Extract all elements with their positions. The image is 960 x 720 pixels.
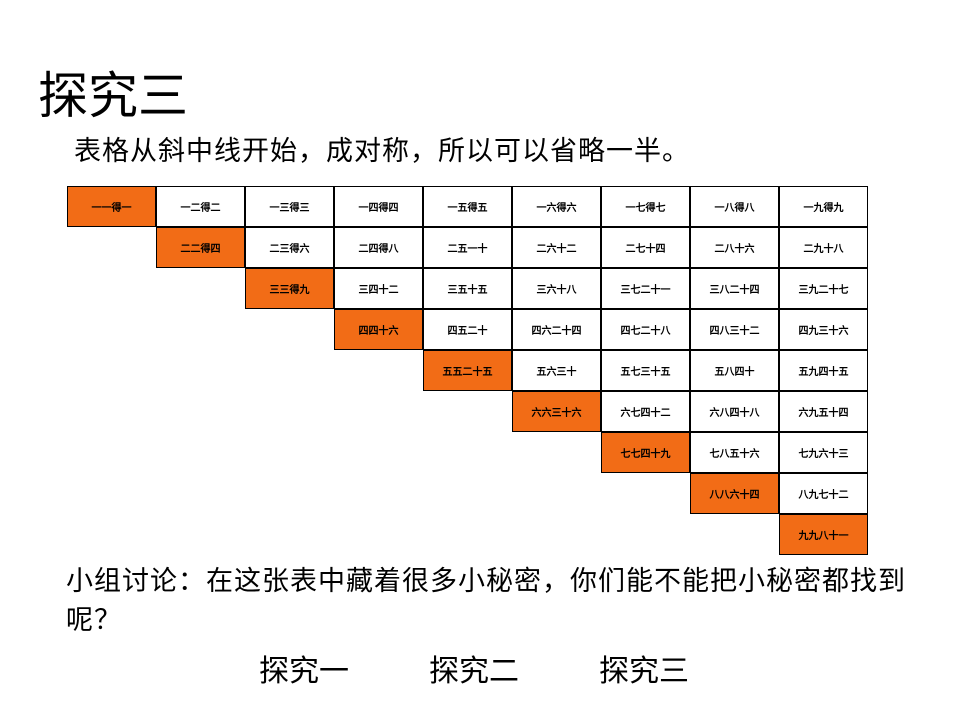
- table-cell: 四八三十二: [690, 309, 779, 350]
- table-cell: 二六十二: [512, 227, 601, 268]
- slide-title: 探究三: [38, 67, 188, 125]
- nav-link-tanjiu-1[interactable]: 探究一: [259, 654, 349, 689]
- table-cell: 七九六十三: [779, 432, 868, 473]
- table-cell: 四七二十八: [601, 309, 690, 350]
- table-cell-diagonal: 五五二十五: [423, 350, 512, 391]
- table-cell: 一六得六: [512, 186, 601, 227]
- table-cell: 二九十八: [779, 227, 868, 268]
- nav-link-tanjiu-2[interactable]: 探究二: [429, 654, 519, 689]
- table-cell: 四五二十: [423, 309, 512, 350]
- table-cell-diagonal: 二二得四: [156, 227, 245, 268]
- table-cell-diagonal: 九九八十一: [779, 514, 868, 555]
- table-cell: 五七三十五: [601, 350, 690, 391]
- table-cell-diagonal: 七七四十九: [601, 432, 690, 473]
- discussion-prompt: 小组讨论：在这张表中藏着很多小秘密，你们能不能把小秘密都找到呢？: [66, 566, 906, 636]
- table-cell: 一四得四: [334, 186, 423, 227]
- table-cell: 五九四十五: [779, 350, 868, 391]
- table-cell: 一八得八: [690, 186, 779, 227]
- table-cell: 四六二十四: [512, 309, 601, 350]
- table-cell: 一九得九: [779, 186, 868, 227]
- table-cell: 二五一十: [423, 227, 512, 268]
- table-cell: 三九二十七: [779, 268, 868, 309]
- table-cell: 三五十五: [423, 268, 512, 309]
- table-cell: 二四得八: [334, 227, 423, 268]
- slide-subtitle: 表格从斜中线开始，成对称，所以可以省略一半。: [74, 136, 690, 167]
- table-cell: 五六三十: [512, 350, 601, 391]
- table-cell: 七八五十六: [690, 432, 779, 473]
- table-cell: 一三得三: [245, 186, 334, 227]
- table-cell: 三八二十四: [690, 268, 779, 309]
- table-cell: 六七四十二: [601, 391, 690, 432]
- table-cell: 一二得二: [156, 186, 245, 227]
- nav-link-tanjiu-3[interactable]: 探究三: [599, 654, 689, 689]
- table-cell: 六九五十四: [779, 391, 868, 432]
- table-cell: 三六十八: [512, 268, 601, 309]
- table-cell-diagonal: 八八六十四: [690, 473, 779, 514]
- table-cell: 八九七十二: [779, 473, 868, 514]
- table-cell: 二七十四: [601, 227, 690, 268]
- table-cell: 三四十二: [334, 268, 423, 309]
- table-cell-diagonal: 三三得九: [245, 268, 334, 309]
- multiplication-table: 一一得一一二得二一三得三一四得四一五得五一六得六一七得七一八得八一九得九二二得四…: [67, 186, 868, 556]
- table-cell-diagonal: 四四十六: [334, 309, 423, 350]
- table-cell: 四九三十六: [779, 309, 868, 350]
- table-cell-diagonal: 六六三十六: [512, 391, 601, 432]
- table-cell: 一七得七: [601, 186, 690, 227]
- table-cell: 二八十六: [690, 227, 779, 268]
- table-cell: 一五得五: [423, 186, 512, 227]
- table-cell-diagonal: 一一得一: [67, 186, 156, 227]
- table-cell: 五八四十: [690, 350, 779, 391]
- table-cell: 二三得六: [245, 227, 334, 268]
- table-cell: 三七二十一: [601, 268, 690, 309]
- table-cell: 六八四十八: [690, 391, 779, 432]
